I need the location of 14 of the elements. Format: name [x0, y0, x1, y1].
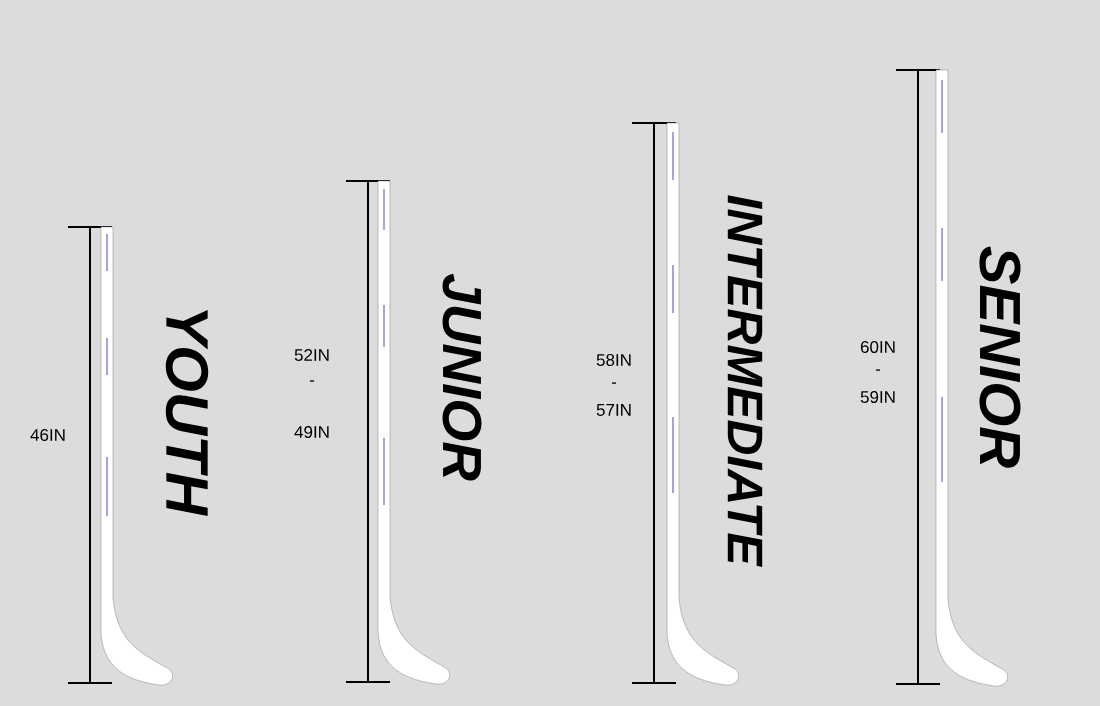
- length-label: 57IN: [596, 404, 631, 416]
- length-label: 58IN: [596, 354, 631, 366]
- length-label: 59IN: [860, 391, 895, 403]
- length-label: 60IN: [860, 341, 895, 353]
- length-label: 49IN: [294, 426, 329, 438]
- length-label: 52IN: [294, 349, 329, 361]
- size-label: INTERMEDIATE: [727, 195, 763, 567]
- size-label: SENIOR: [979, 246, 1021, 468]
- length-label: -: [875, 369, 881, 371]
- length-label: -: [611, 382, 617, 384]
- size-label: YOUTH: [165, 310, 209, 516]
- length-label: 46IN: [30, 429, 65, 441]
- length-label: -: [309, 380, 315, 382]
- size-label: JUNIOR: [442, 273, 482, 481]
